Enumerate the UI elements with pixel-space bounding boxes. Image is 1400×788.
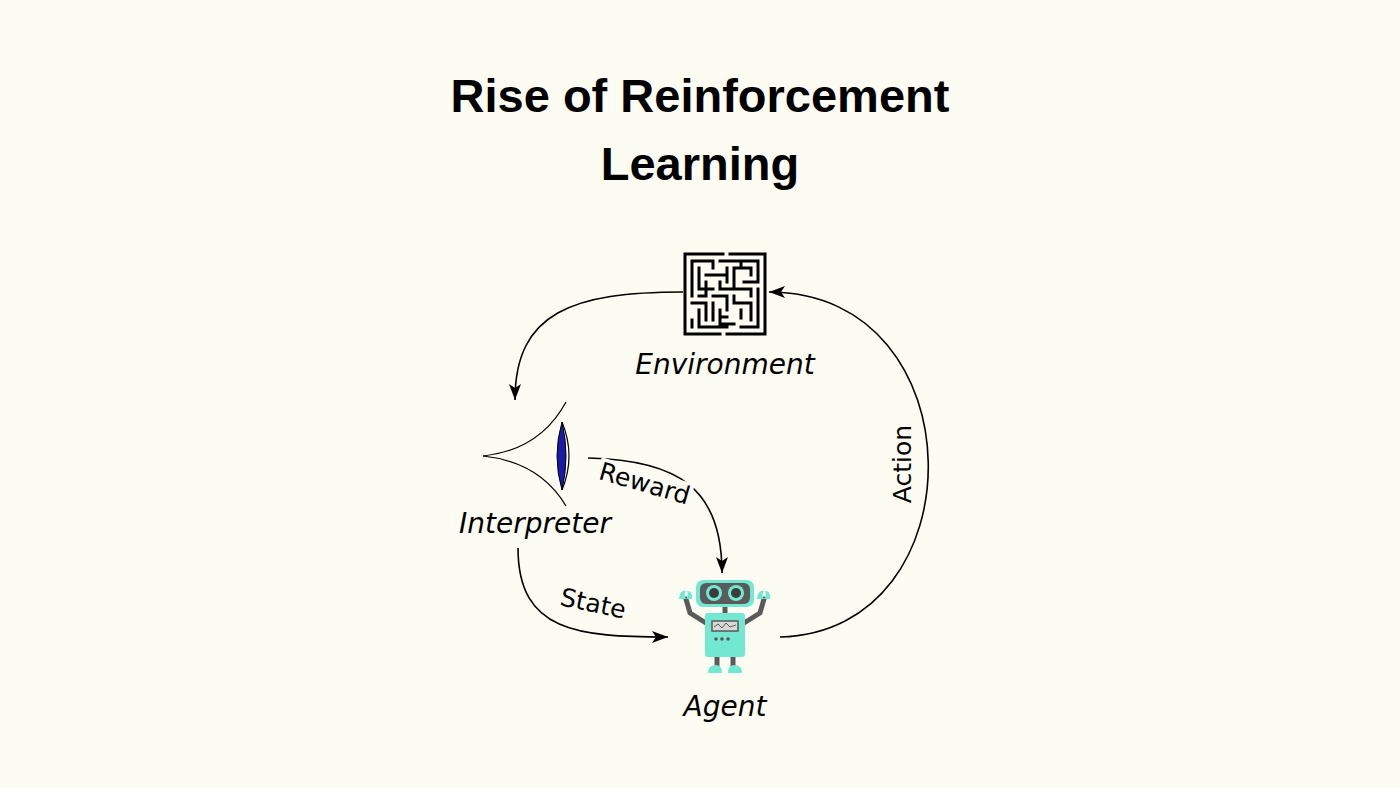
node-label: Agent xyxy=(684,691,767,723)
edge-label: Action xyxy=(889,423,917,505)
edge-label: State xyxy=(556,583,630,625)
connector-arrow xyxy=(518,548,668,637)
eye-icon xyxy=(482,400,588,508)
node-label: Environment xyxy=(635,349,814,381)
robot-icon xyxy=(670,577,780,678)
node-label: Interpreter xyxy=(459,508,611,540)
diagram-title: Rise of Reinforcement Learning xyxy=(390,62,1010,198)
connector-arrow xyxy=(769,292,928,637)
connector-arrow xyxy=(515,292,683,400)
environment-node: Environment xyxy=(683,252,767,336)
maze-icon xyxy=(683,252,767,336)
agent-node: Agent xyxy=(670,577,780,678)
interpreter-node: Interpreter xyxy=(482,400,588,508)
